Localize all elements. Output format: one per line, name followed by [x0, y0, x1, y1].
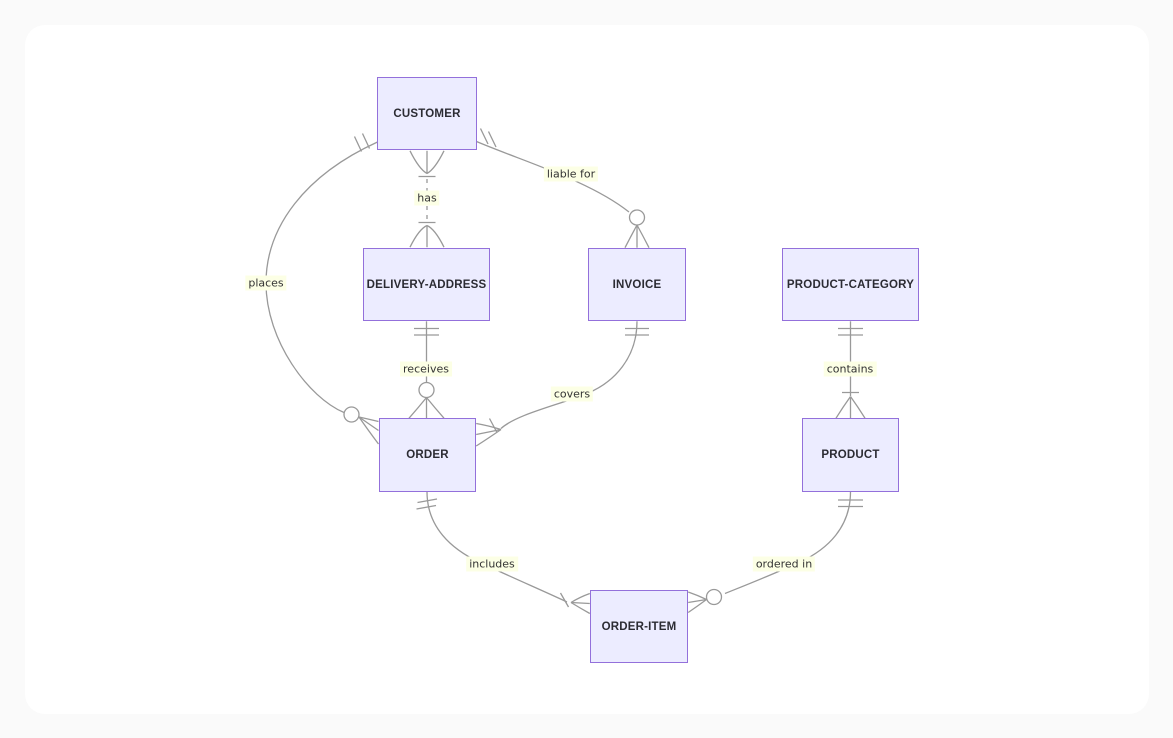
crow-foot-one-or-many-icon — [409, 221, 445, 248]
entity-label: PRODUCT — [821, 449, 880, 461]
relationship-label-ordered-in: ordered in — [752, 556, 816, 572]
entity-label: ORDER-ITEM — [601, 620, 677, 633]
crow-foot-zero-or-many-icon — [624, 209, 650, 248]
entity-order-item: ORDER-ITEM — [590, 590, 688, 663]
crow-foot-zero-or-many-icon — [408, 381, 445, 419]
exactly-one-marker-icon — [414, 327, 439, 336]
crow-foot-one-or-many-icon — [835, 391, 866, 419]
relationship-label-has: has — [414, 190, 440, 206]
relationship-liable-for-line — [476, 128, 650, 248]
relationship-covers-line — [475, 321, 649, 447]
entity-invoice: INVOICE — [588, 248, 686, 321]
relationship-label-contains: contains — [823, 361, 877, 377]
entity-order: ORDER — [379, 418, 476, 492]
crow-foot-one-or-many-icon — [559, 592, 591, 615]
entity-delivery-address: DELIVERY-ADDRESS — [363, 248, 490, 321]
entity-product: PRODUCT — [802, 418, 899, 492]
entity-label: INVOICE — [612, 278, 662, 291]
relationship-contains-line — [835, 321, 866, 419]
crow-foot-one-or-many-icon — [409, 150, 445, 178]
er-diagram-canvas — [265, 128, 866, 615]
relationship-label-covers: covers — [550, 386, 594, 402]
relationship-includes-line — [416, 491, 591, 615]
crow-foot-zero-or-many-icon — [343, 406, 380, 445]
crow-foot-one-or-many-icon — [475, 418, 502, 447]
entity-label: CUSTOMER — [393, 107, 461, 120]
entity-label: PRODUCT-CATEGORY — [786, 278, 915, 291]
entity-label: ORDER — [406, 449, 449, 461]
er-diagram: CUSTOMER DELIVERY-ADDRESS INVOICE PRODUC… — [25, 25, 1149, 714]
relationship-ordered-in-line — [687, 491, 863, 614]
relationship-label-places: places — [245, 275, 287, 291]
relationship-label-receives: receives — [400, 361, 452, 377]
exactly-one-marker-icon — [479, 128, 497, 148]
relationship-label-liable-for: liable for — [543, 166, 599, 182]
exactly-one-marker-icon — [838, 327, 863, 336]
exactly-one-marker-icon — [416, 498, 438, 510]
entity-label: DELIVERY-ADDRESS — [366, 278, 487, 291]
diagram-card: CUSTOMER DELIVERY-ADDRESS INVOICE PRODUC… — [25, 25, 1149, 714]
relationship-label-includes: includes — [466, 556, 518, 572]
exactly-one-marker-icon — [625, 327, 649, 336]
exactly-one-marker-icon — [838, 499, 863, 508]
crow-foot-zero-or-many-icon — [687, 588, 723, 614]
entity-customer: CUSTOMER — [377, 77, 477, 150]
exactly-one-marker-icon — [353, 133, 371, 152]
entity-product-category: PRODUCT-CATEGORY — [782, 248, 919, 321]
